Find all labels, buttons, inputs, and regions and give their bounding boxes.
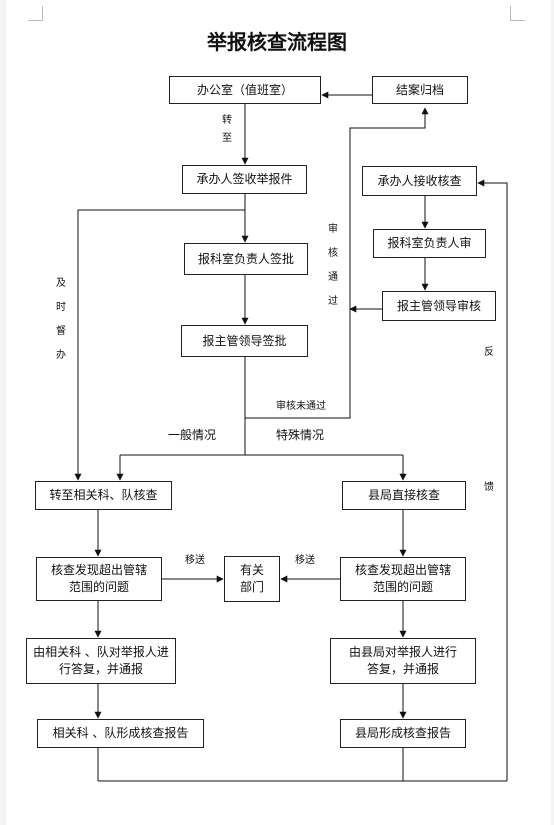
box-archive: 结案归档 [372, 76, 468, 104]
page-corner-mark [28, 6, 43, 21]
label-feedback-1: 反 [484, 347, 494, 358]
box-section-head-sign: 报科室负责人签批 [184, 243, 308, 275]
diagram-title: 举报核查流程图 [207, 30, 347, 54]
label-send-left: 移送 [185, 555, 205, 566]
box-sign-receive: 承办人签收举报件 [182, 165, 307, 194]
label-approved: 审 核 通 过 [328, 224, 338, 307]
box-receive-verify: 承办人接收核查 [362, 166, 477, 196]
box-section-head-review: 报科室负责人审 [373, 229, 486, 258]
page [6, 0, 551, 825]
box-left-reply: 由相关科 、队对举报人进 行答复，并通报 [26, 638, 176, 684]
label-special: 特殊情况 [276, 428, 325, 442]
label-transfer: 转 至 [222, 115, 232, 144]
connector-feedback [477, 179, 508, 781]
connector-supervise [74, 209, 245, 481]
box-to-section: 转至相关科、队核查 [35, 481, 172, 510]
box-leader-sign: 报主管领导签批 [181, 325, 308, 357]
box-left-exceed: 核查发现超出管辖 范围的问题 [36, 557, 162, 601]
box-right-reply: 由县局对举报人进行 答复，并通报 [330, 638, 476, 684]
label-not-approved: 审核未通过 [276, 401, 326, 412]
box-left-report: 相关科 、队形成核查报告 [37, 719, 204, 748]
box-county-verify: 县局直接核查 [342, 481, 466, 510]
box-office: 办公室（值班室） [169, 76, 321, 104]
box-right-report: 县局形成核查报告 [340, 719, 466, 748]
label-general: 一般情况 [168, 428, 217, 442]
box-dept: 有关 部门 [224, 556, 280, 602]
box-leader-review: 报主管领导审核 [382, 291, 496, 321]
label-send-right: 移送 [295, 555, 315, 566]
box-right-exceed: 核查发现超出管辖 范围的问题 [340, 557, 466, 601]
page-corner-mark [510, 6, 525, 21]
connector-special-to-archive [245, 107, 429, 419]
label-supervise: 及 时 督 办 [56, 278, 66, 361]
label-feedback-2: 馈 [484, 482, 494, 493]
